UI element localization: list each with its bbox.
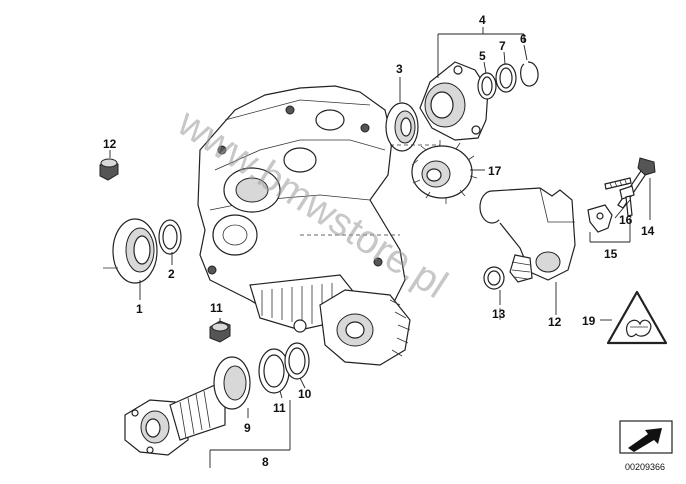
callout-19: 19: [582, 314, 596, 328]
callout-7: 7: [499, 39, 506, 53]
o-ring-left: [158, 219, 182, 255]
callout-13: 12: [548, 315, 562, 329]
leader-lines: [103, 27, 651, 468]
callout-1: 1: [136, 302, 143, 316]
output-flange-shaft: [124, 356, 251, 456]
shaft-seal-upper: [385, 102, 419, 152]
callout-9: 9: [244, 421, 251, 435]
callout-18: 17: [488, 164, 502, 178]
ring-11: [258, 348, 290, 394]
ring-5: [477, 72, 497, 100]
callout-11: 11: [273, 401, 286, 415]
warning-triangle-icon: [606, 290, 668, 345]
callout-3: 3: [396, 62, 403, 76]
stud-bolt: [604, 177, 632, 190]
callout-16: 15: [604, 247, 618, 261]
plug-screw-lower: [209, 320, 231, 343]
callout-2: 2: [168, 267, 175, 281]
callout-12-upper: 12: [103, 137, 117, 151]
ring-10: [284, 342, 310, 380]
bracket-16: [587, 204, 613, 233]
document-id: 00209366: [625, 462, 665, 472]
navigation-arrow-icon[interactable]: [619, 420, 673, 454]
actuator-motor: [479, 187, 576, 283]
callout-6: 6: [520, 32, 527, 46]
screw-17: [619, 185, 635, 217]
output-cover: [419, 61, 489, 141]
callout-4: 4: [479, 13, 486, 27]
plug-screw-upper: [99, 158, 119, 181]
callout-10: 10: [298, 387, 312, 401]
shaft-seal: [112, 218, 158, 284]
o-ring-14: [483, 266, 505, 290]
circlip-6: [520, 61, 539, 87]
transfer-case-housing: [197, 85, 411, 366]
callout-14: 13: [492, 307, 506, 321]
callout-5: 5: [479, 49, 486, 63]
gear-wheel: [411, 140, 478, 204]
callout-12-lower: 11: [210, 301, 223, 315]
ring-7: [495, 63, 517, 93]
callout-8: 8: [262, 455, 269, 469]
callout-17: 16: [619, 213, 633, 227]
callout-15: 14: [641, 224, 655, 238]
callout-labels: 12 1 2 3 4 5 7 6 17 16 14 15 13 12 19 11…: [103, 13, 655, 469]
